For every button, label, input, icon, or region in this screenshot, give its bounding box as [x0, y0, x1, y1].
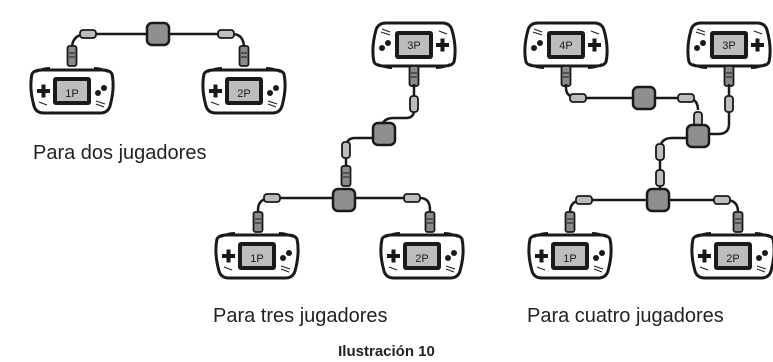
caption-two-players: Para dos jugadores	[33, 142, 207, 164]
console-3p: 3P	[371, 21, 457, 70]
link-hub	[685, 123, 711, 149]
console-1p: 1P	[214, 231, 300, 280]
caption-three-players: Para tres jugadores	[213, 305, 388, 327]
player-label-1p: 1P	[65, 88, 78, 100]
player-label-4p: 4P	[559, 40, 572, 52]
console-2p: 2P	[379, 231, 465, 280]
link-hub	[331, 187, 357, 213]
player-label-3p: 3P	[407, 40, 420, 52]
link-hub	[371, 121, 397, 147]
console-2p: 2P	[690, 231, 773, 280]
three-player-setup: 3P 1P 2P	[214, 21, 465, 280]
console-2p: 2P	[201, 66, 287, 115]
link-hub	[631, 85, 657, 111]
player-label-2p: 2P	[415, 253, 428, 265]
player-label-2p: 2P	[726, 253, 739, 265]
link-hub	[645, 187, 671, 213]
caption-four-players: Para cuatro jugadores	[527, 305, 724, 327]
player-label-1p: 1P	[250, 253, 263, 265]
console-4p: 4P	[523, 21, 609, 70]
link-hub	[145, 21, 171, 47]
console-1p: 1P	[29, 66, 115, 115]
console-1p: 1P	[527, 231, 613, 280]
player-label-3p: 3P	[722, 40, 735, 52]
figure-title: Ilustración 10	[338, 343, 435, 360]
two-player-setup: 1P 2P	[29, 21, 287, 115]
player-label-1p: 1P	[563, 253, 576, 265]
player-label-2p: 2P	[237, 88, 250, 100]
console-3p: 3P	[686, 21, 772, 70]
four-player-setup: 4P 3P 1P 2P	[523, 21, 773, 280]
